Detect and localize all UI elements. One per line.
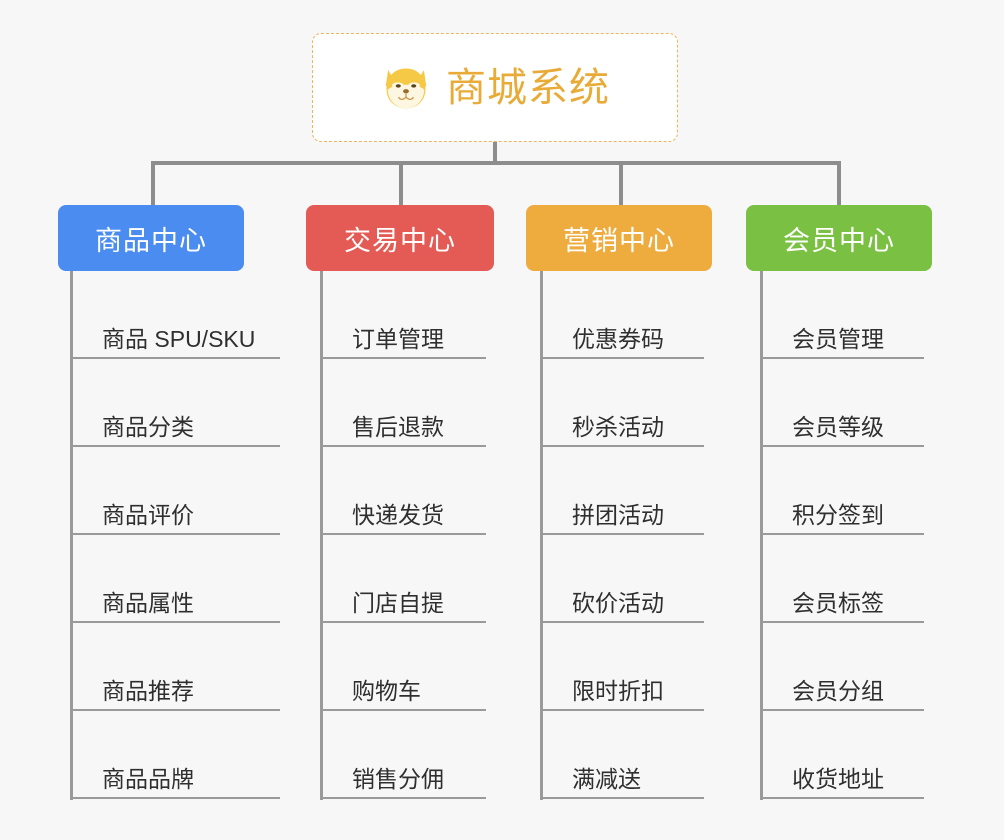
leaf-item[interactable]: 商品品牌 <box>70 711 280 799</box>
category-label: 会员中心 <box>783 225 895 256</box>
category-label: 营销中心 <box>563 225 675 256</box>
leaf-label: 限时折扣 <box>572 677 664 704</box>
connector-root-stem <box>493 142 497 165</box>
leaf-column-交易中心: 订单管理 售后退款 快递发货 门店自提 购物车 销售分佣 <box>320 271 486 800</box>
leaf-item[interactable]: 会员等级 <box>760 359 924 447</box>
leaf-label: 会员标签 <box>792 589 884 616</box>
category-label: 商品中心 <box>95 225 207 256</box>
leaf-item[interactable]: 会员分组 <box>760 623 924 711</box>
leaf-label: 商品品牌 <box>102 765 194 792</box>
leaf-label: 会员管理 <box>792 325 884 352</box>
root-node[interactable]: 商城系统 <box>312 33 678 142</box>
leaf-item[interactable]: 收货地址 <box>760 711 924 799</box>
leaf-item[interactable]: 限时折扣 <box>540 623 704 711</box>
shiba-dog-icon <box>385 68 427 108</box>
leaf-item[interactable]: 会员管理 <box>760 271 924 359</box>
leaf-item[interactable]: 秒杀活动 <box>540 359 704 447</box>
leaf-label: 商品属性 <box>102 589 194 616</box>
leaf-label: 商品分类 <box>102 413 194 440</box>
category-box-商品中心[interactable]: 商品中心 <box>58 205 244 271</box>
leaf-label: 快递发货 <box>352 501 444 528</box>
category-box-营销中心[interactable]: 营销中心 <box>526 205 712 271</box>
leaf-item[interactable]: 商品评价 <box>70 447 280 535</box>
leaf-label: 收货地址 <box>792 765 884 792</box>
root-title: 商城系统 <box>446 65 610 110</box>
leaf-item[interactable]: 订单管理 <box>320 271 486 359</box>
leaf-item[interactable]: 门店自提 <box>320 535 486 623</box>
leaf-label: 购物车 <box>352 677 421 704</box>
connector-drop-leg-3 <box>837 161 841 207</box>
leaf-label: 商品评价 <box>102 501 194 528</box>
column-trunk-line <box>320 271 323 800</box>
leaf-label: 会员分组 <box>792 677 884 704</box>
column-trunk-line <box>760 271 763 800</box>
leaf-label: 商品推荐 <box>102 677 194 704</box>
connector-drop-leg-1 <box>399 161 403 207</box>
leaf-label: 砍价活动 <box>572 589 664 616</box>
leaf-item[interactable]: 购物车 <box>320 623 486 711</box>
leaf-label: 订单管理 <box>352 325 444 352</box>
leaf-item[interactable]: 积分签到 <box>760 447 924 535</box>
leaf-item[interactable]: 商品 SPU/SKU <box>70 271 280 359</box>
connector-horizontal-bus <box>151 161 841 165</box>
leaf-label: 积分签到 <box>792 501 884 528</box>
connector-drop-leg-2 <box>619 161 623 207</box>
leaf-item[interactable]: 砍价活动 <box>540 535 704 623</box>
leaf-label: 秒杀活动 <box>572 413 664 440</box>
leaf-item[interactable]: 快递发货 <box>320 447 486 535</box>
column-trunk-line <box>540 271 543 800</box>
leaf-item[interactable]: 售后退款 <box>320 359 486 447</box>
column-trunk-line <box>70 271 73 800</box>
leaf-label: 门店自提 <box>352 589 444 616</box>
leaf-item[interactable]: 拼团活动 <box>540 447 704 535</box>
leaf-column-商品中心: 商品 SPU/SKU 商品分类 商品评价 商品属性 商品推荐 商品品牌 <box>70 271 280 800</box>
leaf-item[interactable]: 会员标签 <box>760 535 924 623</box>
leaf-label: 优惠券码 <box>572 325 664 352</box>
connector-drop-leg-0 <box>151 161 155 207</box>
leaf-label: 商品 SPU/SKU <box>102 325 256 352</box>
leaf-column-营销中心: 优惠券码 秒杀活动 拼团活动 砍价活动 限时折扣 满减送 <box>540 271 704 800</box>
leaf-label: 会员等级 <box>792 413 884 440</box>
leaf-item[interactable]: 满减送 <box>540 711 704 799</box>
leaf-label: 售后退款 <box>352 413 444 440</box>
leaf-item[interactable]: 销售分佣 <box>320 711 486 799</box>
leaf-item[interactable]: 商品属性 <box>70 535 280 623</box>
category-box-交易中心[interactable]: 交易中心 <box>306 205 494 271</box>
leaf-label: 销售分佣 <box>352 765 444 792</box>
leaf-label: 满减送 <box>572 765 641 792</box>
leaf-column-会员中心: 会员管理 会员等级 积分签到 会员标签 会员分组 收货地址 <box>760 271 924 800</box>
category-box-会员中心[interactable]: 会员中心 <box>746 205 932 271</box>
category-label: 交易中心 <box>344 225 456 256</box>
leaf-label: 拼团活动 <box>572 501 664 528</box>
leaf-item[interactable]: 商品推荐 <box>70 623 280 711</box>
leaf-item[interactable]: 优惠券码 <box>540 271 704 359</box>
leaf-item[interactable]: 商品分类 <box>70 359 280 447</box>
